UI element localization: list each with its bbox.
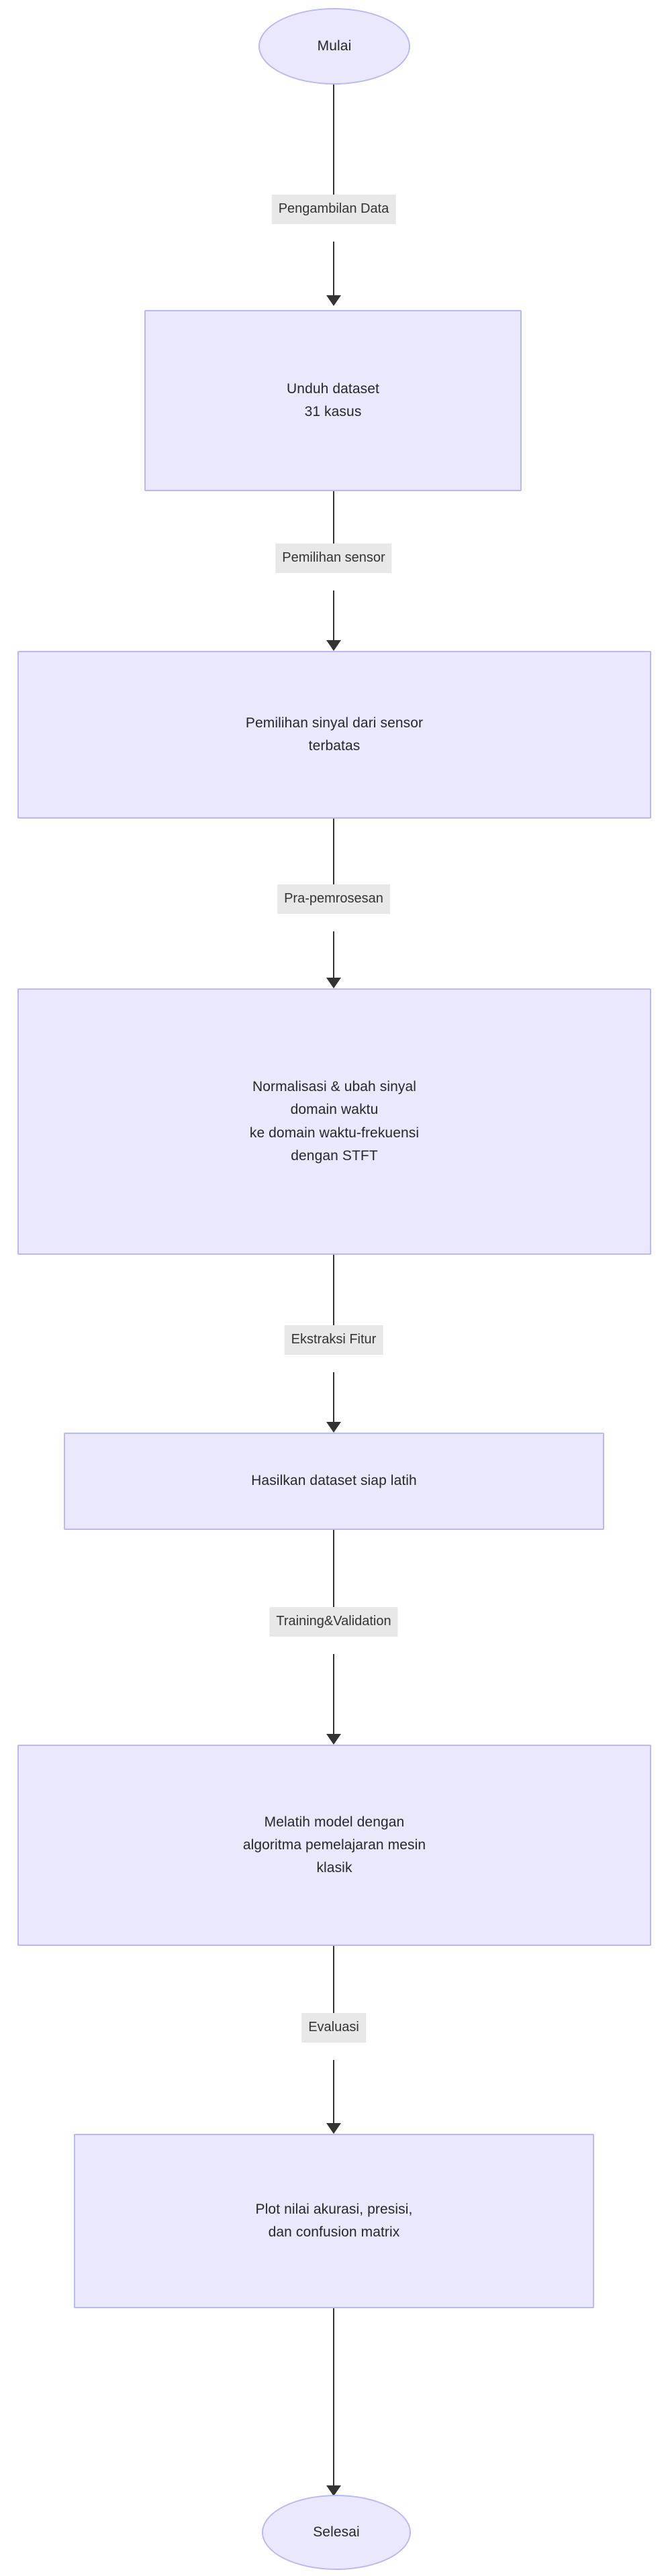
node-preprocessing[interactable]: Normalisasi & ubah sinyal domain waktu k… <box>17 988 651 1255</box>
edge-dataset-train-arrowhead <box>326 1734 341 1745</box>
edge-train-plot-line <box>333 1946 334 2013</box>
edge-preprocess-dataset-arrowhead <box>326 1422 341 1433</box>
node-train-model[interactable]: Melatih model dengan algoritma pemelajar… <box>17 1745 651 1946</box>
node-end[interactable]: Selesai <box>262 2495 411 2570</box>
edge-selectsig-preprocess-line <box>333 819 334 884</box>
edge-start-download-arrowhead <box>326 295 341 306</box>
node-plot-metrics-label: Plot nilai akurasi, presisi, dan confusi… <box>255 2201 413 2240</box>
node-start-label: Mulai <box>317 38 352 54</box>
edge-label-pemilihan-sensor: Pemilihan sensor <box>275 544 392 573</box>
edge-selectsig-preprocess-arrowhead <box>326 978 341 988</box>
edge-dataset-train-line-2 <box>333 1654 334 1734</box>
edge-plot-end-line <box>333 2308 334 2485</box>
edge-selectsig-preprocess-line-2 <box>333 931 334 978</box>
node-end-label: Selesai <box>313 2524 360 2540</box>
edge-label-training-validation: Training&Validation <box>269 1607 398 1637</box>
edge-preprocess-dataset-line <box>333 1255 334 1325</box>
edge-label-ekstraksi-fitur: Ekstraksi Fitur <box>284 1325 383 1355</box>
node-ready-dataset-label: Hasilkan dataset siap latih <box>251 1473 417 1489</box>
edge-train-plot-arrowhead <box>326 2123 341 2134</box>
edge-plot-end-arrowhead <box>326 2485 341 2496</box>
node-download-dataset-label: Unduh dataset 31 kasus <box>287 380 379 419</box>
node-train-model-label: Melatih model dengan algoritma pemelajar… <box>242 1814 426 1875</box>
edge-label-pengambilan-data: Pengambilan Data <box>271 195 396 224</box>
node-select-signal[interactable]: Pemilihan sinyal dari sensor terbatas <box>17 651 651 819</box>
edge-train-plot-line-2 <box>333 2060 334 2123</box>
edge-label-pra-pemrosesan: Pra-pemrosesan <box>277 884 390 914</box>
edge-label-evaluasi: Evaluasi <box>301 2013 366 2043</box>
node-ready-dataset[interactable]: Hasilkan dataset siap latih <box>64 1433 604 1530</box>
edge-start-download-line <box>333 85 334 207</box>
edge-download-selectsig-line-2 <box>333 590 334 640</box>
node-download-dataset[interactable]: Unduh dataset 31 kasus <box>144 310 522 491</box>
edge-download-selectsig-arrowhead <box>326 640 341 651</box>
node-plot-metrics[interactable]: Plot nilai akurasi, presisi, dan confusi… <box>74 2134 594 2308</box>
edge-preprocess-dataset-line-2 <box>333 1372 334 1422</box>
edge-start-download-line-2 <box>333 242 334 295</box>
node-start[interactable]: Mulai <box>258 8 410 85</box>
node-preprocessing-label: Normalisasi & ubah sinyal domain waktu k… <box>249 1079 420 1164</box>
edge-download-selectsig-line <box>333 491 334 544</box>
node-select-signal-label: Pemilihan sinyal dari sensor terbatas <box>245 715 424 754</box>
edge-dataset-train-line <box>333 1530 334 1607</box>
